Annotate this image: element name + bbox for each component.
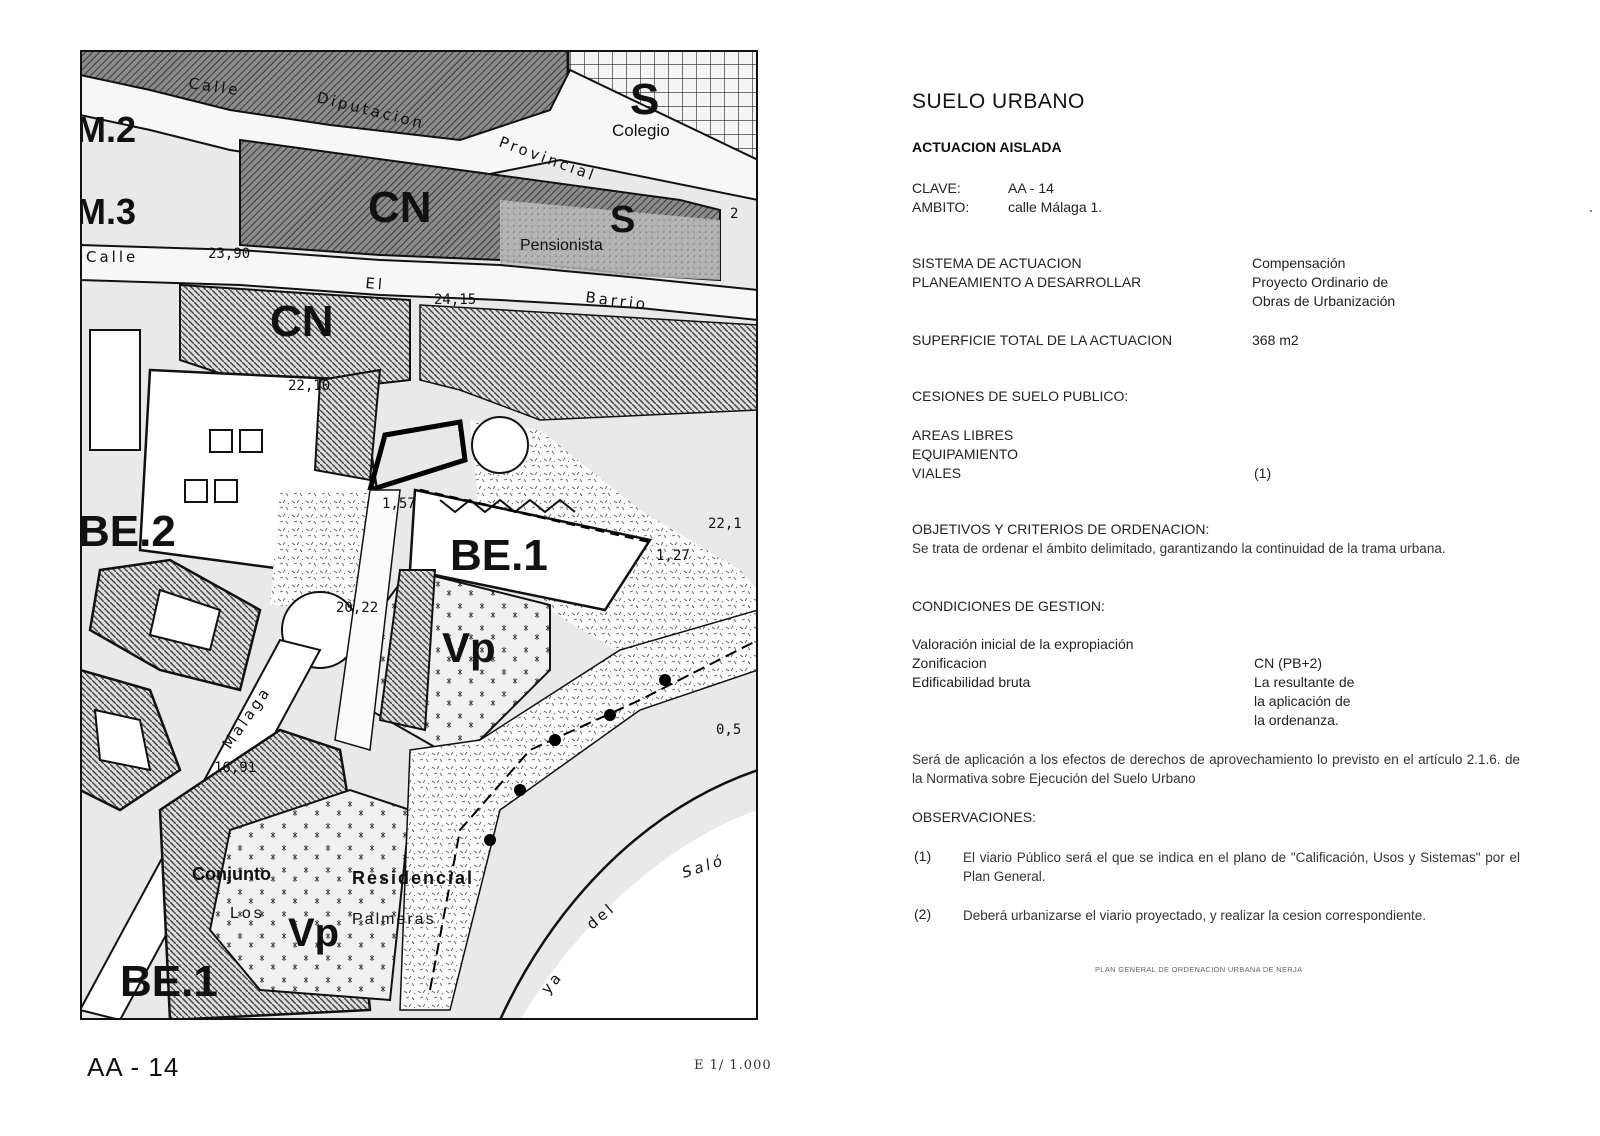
edificabilidad-value: La resultante de [1254,674,1355,690]
elevation-label: 1,27 [656,548,690,564]
label-colegio: Colegio [612,121,670,140]
viales-label: VIALES [912,465,962,481]
zone-label-s-mid: S [610,199,635,241]
viales-value: (1) [1254,465,1272,481]
zone-label-m3: M.3 [80,191,136,232]
ambito-label: AMBITO: [912,199,970,215]
valoracion-label: Valoración inicial de la expropiación [912,636,1134,652]
objetivos-label: OBJETIVOS Y CRITERIOS DE ORDENACION: [912,521,1210,537]
edificabilidad-value: la aplicación de [1254,693,1351,709]
zone-label-m2: M.2 [80,109,136,150]
zone-label-cn-top: CN [368,183,432,232]
street-label-calle-left: Calle [86,248,138,266]
zone-label-vp-bottom: Vp [288,911,339,955]
scan-speck [1590,210,1592,212]
edificabilidad-label: Edificabilidad bruta [912,674,1031,690]
elevation-label: 22,10 [288,378,330,394]
observacion-1-number: (1) [914,848,932,864]
superficie-value: 368 m2 [1252,332,1299,348]
observacion-1-text: El viario Público será el que se indica … [963,850,1520,884]
plan-code: AA - 14 [87,1052,180,1082]
zone-label-be1-bottom: BE.1 [120,957,218,1006]
label-palmeras: Palmeras [352,911,436,928]
observacion-2-number: (2) [914,906,932,922]
clave-value: AA - 14 [1008,180,1054,196]
sheet-subtitle: ACTUACION AISLADA [912,139,1062,155]
observacion-2-text: Deberá urbanizarse el viario proyectado,… [963,908,1426,923]
elevation-label: 0,5 [716,722,741,738]
edificabilidad-value: la ordenanza. [1254,712,1339,728]
planeamiento-label: PLANEAMIENTO A DESARROLLAR [912,274,1142,290]
condiciones-label: CONDICIONES DE GESTION: [912,598,1105,614]
elevation-label: 2 [730,206,738,222]
zone-label-cn-mid: CN [270,297,334,346]
objetivos-text: Se trata de ordenar el ámbito delimitado… [912,541,1446,556]
label-conjunto: Conjunto [192,864,271,884]
sistema-value: Compensación [1252,255,1346,271]
sistema-label: SISTEMA DE ACTUACION [912,255,1082,271]
elevation-label: 24,15 [434,292,476,308]
zone-label-vp-center: Vp [442,624,496,671]
planeamiento-value: Obras de Urbanización [1252,293,1396,309]
zone-label-s-top: S [630,75,659,124]
zone-label-be2: BE.2 [80,507,176,556]
aplicacion-text: Será de aplicación a los efectos de dere… [912,752,1520,786]
label-los: Los [230,905,265,922]
label-residencial: Residencial [352,868,474,888]
plan-scale: E 1/ 1.000 [694,1058,772,1073]
elevation-label: 16,91 [214,760,256,776]
superficie-label: SUPERFICIE TOTAL DE LA ACTUACION [912,332,1173,348]
zonificacion-label: Zonificacion [912,655,987,671]
cesiones-label: CESIONES DE SUELO PUBLICO: [912,388,1129,404]
zonificacion-value: CN (PB+2) [1254,655,1323,671]
equipamiento-label: EQUIPAMIENTO [912,446,1019,462]
urban-plan-map: Calle Diputacion Provincial Calle El Bar… [80,50,758,1020]
elevation-label: 23,90 [208,246,250,262]
planeamiento-value: Proyecto Ordinario de [1252,274,1389,290]
elevation-label: 22,1 [708,516,742,532]
observaciones-label: OBSERVACIONES: [912,809,1036,825]
elevation-label: 20,22 [336,600,378,616]
sheet-title: SUELO URBANO [912,90,1085,113]
ambito-value: calle Málaga 1. [1008,199,1103,215]
zone-label-be1-center: BE.1 [450,531,548,580]
clave-label: CLAVE: [912,180,961,196]
label-pensionista: Pensionista [520,237,603,254]
document-footer: PLAN GENERAL DE ORDENACION URBANA DE NER… [1095,965,1303,974]
areas-libres-label: AREAS LIBRES [912,427,1014,443]
street-label-el: El [365,274,386,294]
elevation-label: 1,57 [382,496,416,512]
